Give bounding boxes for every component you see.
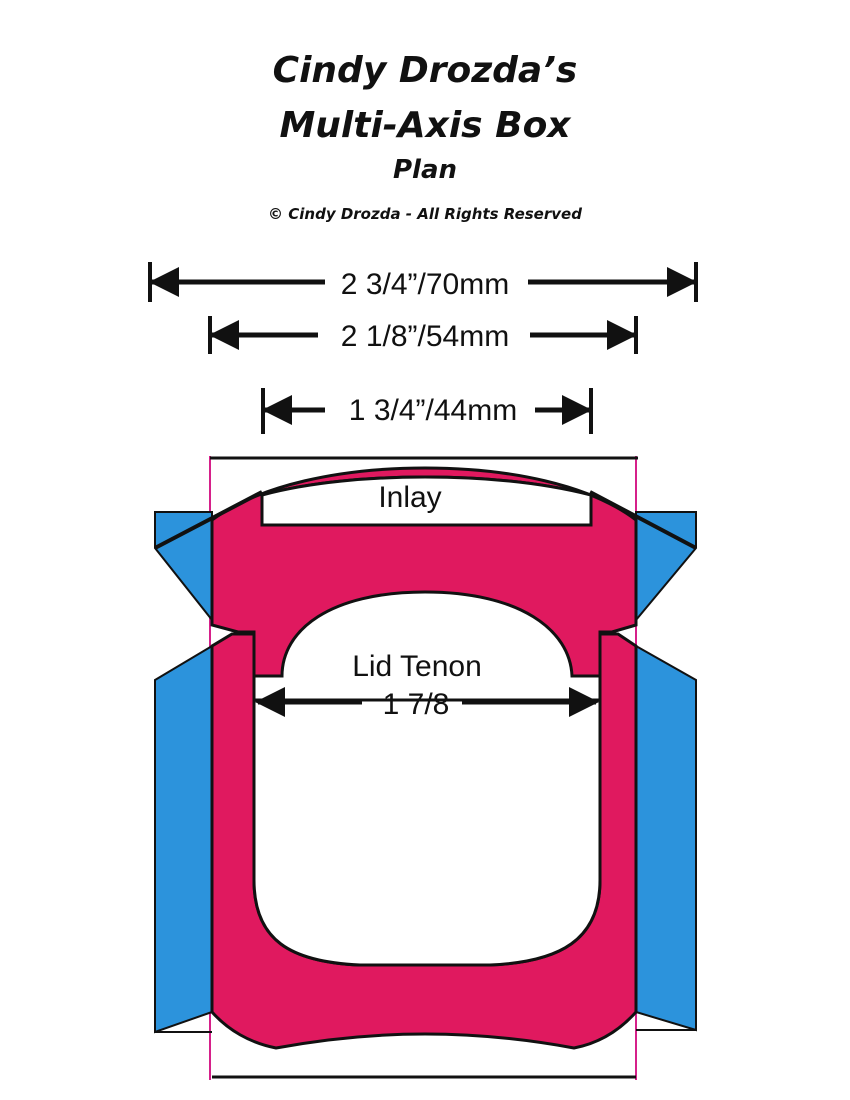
dimension-tenon: 1 7/8 [255, 687, 599, 721]
copyright-notice: © Cindy Drozda - All Rights Reserved [268, 205, 582, 223]
inlay-label: Inlay [378, 481, 441, 514]
dim-body-label: 2 1/8”/54mm [341, 320, 509, 353]
side-piece-upper-left [154, 511, 213, 623]
dimension-overall: 2 3/4”/70mm [148, 262, 698, 302]
dimension-inlay-width: 1 3/4”/44mm [261, 388, 593, 434]
dim-overall-label: 2 3/4”/70mm [341, 268, 509, 301]
side-piece-upper-right [635, 511, 697, 623]
side-top-edge-left [154, 490, 263, 550]
dim-inlay-label: 1 3/4”/44mm [349, 394, 517, 427]
subtitle-plan: Plan [393, 155, 457, 185]
title-line-2: Multi-Axis Box [279, 105, 572, 146]
inlay-outline [260, 475, 593, 527]
side-top-edge-right [589, 490, 697, 550]
lid-tenon-label: Lid Tenon [352, 650, 482, 683]
dimension-body: 2 1/8”/54mm [208, 316, 638, 354]
dim-tenon-label: 1 7/8 [383, 688, 450, 721]
box-cavity [252, 698, 602, 967]
title-line-1: Cindy Drozda’s [273, 50, 578, 91]
side-piece-lower-right [635, 644, 697, 1032]
side-piece-lower-left [154, 644, 213, 1034]
